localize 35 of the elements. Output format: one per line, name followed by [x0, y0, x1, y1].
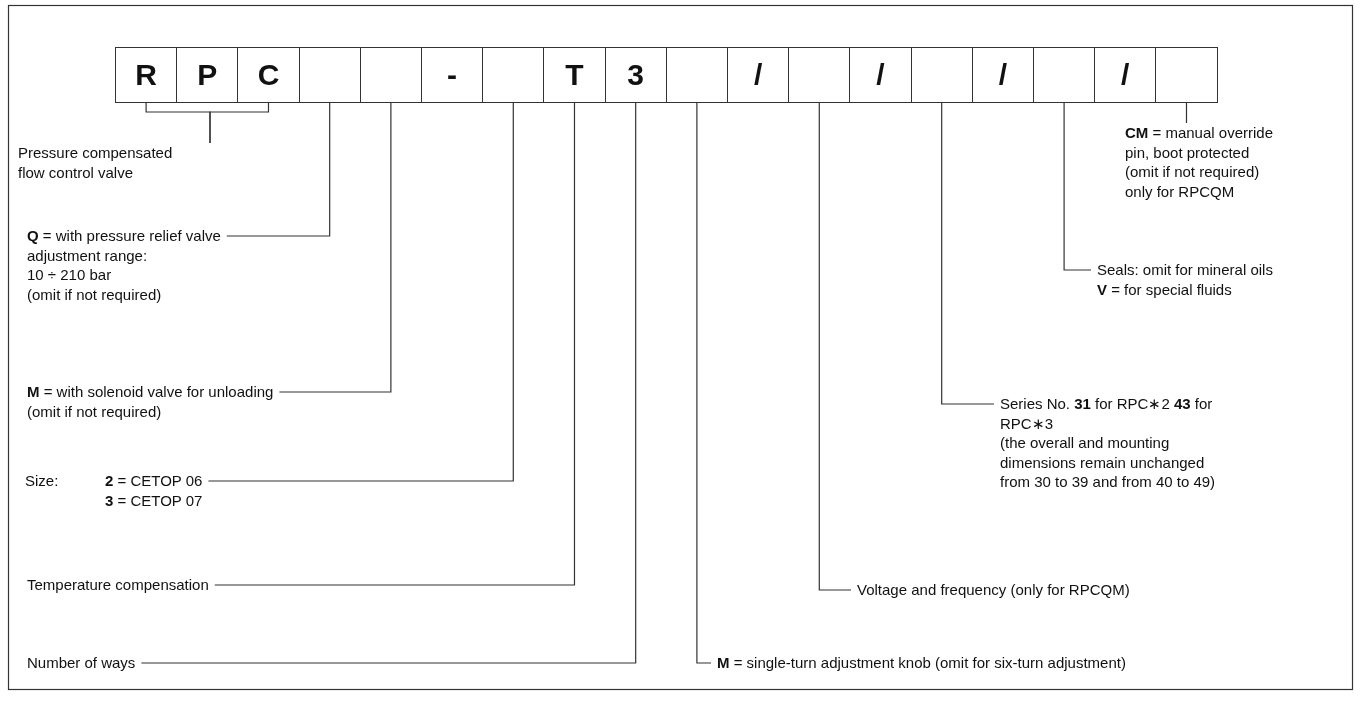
leader-line [214, 102, 576, 586]
option-text: Number of ways [27, 653, 136, 673]
code-letter-cell: - [421, 47, 484, 103]
leader-line [1185, 102, 1188, 124]
code-letter-cell: P [176, 47, 239, 103]
leader-line [941, 102, 995, 405]
option-text: 3 = CETOP 07 [105, 490, 203, 510]
code-letter-cell: 3 [604, 47, 667, 103]
leader-line [140, 102, 637, 664]
option-text: Voltage and frequency (only for RPCQM) [857, 580, 1130, 600]
code-letter-cell: C [237, 47, 300, 103]
option-text: 2 = CETOP 06 [105, 471, 203, 491]
option-text: M = single-turn adjustment knob (omit for six-turn adjustment) [717, 653, 1126, 673]
option-text: Temperature compensation [27, 575, 209, 595]
option-text: M = with solenoid valve for unloading (omit if not required) [27, 382, 274, 421]
leader-line [226, 102, 331, 237]
leader-line [1063, 102, 1092, 271]
size-label: Size: [25, 471, 60, 491]
option-text: Pressure compensated flow control valve [18, 143, 173, 182]
code-letter-cell: R [115, 47, 178, 103]
code-letter-cell: / [727, 47, 790, 103]
leader-line [278, 102, 392, 393]
option-text: CM = manual override pin, boot protected (omit if not required) only for RPCQM [1125, 123, 1273, 201]
option-text: (the overall and mounting dimensions remain unchanged from 30 to 39 and from 40 to 49) [1000, 433, 1216, 492]
option-text: Q = with pressure relief valve adjustment range: 10 ÷ 210 bar (omit if not required) [27, 226, 221, 304]
leader-line [696, 102, 712, 664]
code-letter-cell: / [971, 47, 1034, 103]
code-letter-cell: / [1094, 47, 1157, 103]
leader-line [207, 102, 514, 482]
code-letter-cell: / [849, 47, 912, 103]
code-letter-cell: T [543, 47, 606, 103]
option-text: Series No. 31 for RPC∗2 43 for RPC∗3 [1000, 394, 1214, 433]
option-text: Seals: omit for mineral oils V = for special fluids [1097, 260, 1273, 299]
leader-line [818, 102, 852, 591]
leader-line [209, 102, 270, 144]
